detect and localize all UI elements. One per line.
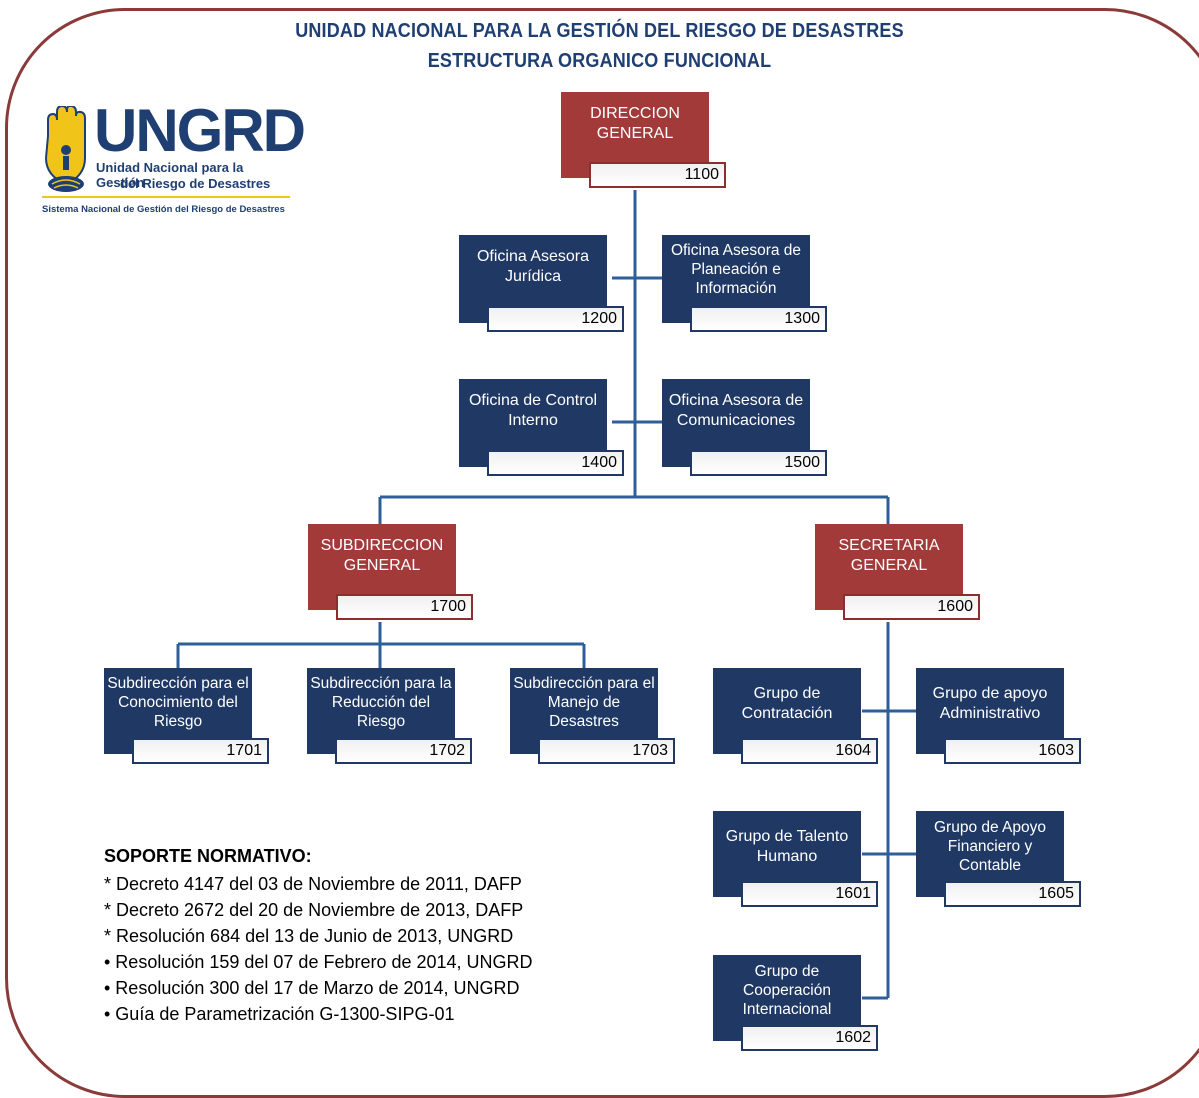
- code-1601: 1601: [741, 881, 878, 907]
- node-label: Planeación e: [691, 261, 781, 278]
- node-label: Oficina de Control: [468, 392, 598, 409]
- node-label: Subdirección para la: [310, 675, 452, 692]
- node-label: Grupo de: [754, 963, 820, 980]
- code-1604: 1604: [741, 738, 878, 764]
- normativo-item: * Decreto 2672 del 20 de Noviembre de 20…: [104, 900, 524, 920]
- connector-lines: [176, 190, 916, 1000]
- node-label: Oficina Asesora de: [668, 392, 804, 409]
- node-label: Oficina Asesora: [476, 248, 590, 265]
- node-subdireccion-manejo: Subdirección para el Manejo de Desastres: [510, 668, 658, 754]
- node-label: Grupo de: [753, 685, 821, 702]
- ungrd-logo: UNGRD Unidad Nacional para la Gestión de…: [40, 97, 306, 220]
- node-label: Manejo de: [547, 694, 621, 711]
- node-label: Desastres: [549, 713, 619, 730]
- node-label: Cooperación: [743, 982, 831, 999]
- node-label: Comunicaciones: [676, 412, 796, 429]
- logo-system-name: Sistema Nacional de Gestión del Riesgo d…: [42, 204, 285, 215]
- logo-subtitle-line2: del Riesgo de Desastres: [120, 176, 271, 191]
- logo-subtitle-line1: Unidad Nacional para la Gestión: [96, 160, 244, 190]
- code-1500: 1500: [690, 450, 827, 476]
- code-1100: 1100: [589, 162, 726, 188]
- code-1700: 1700: [336, 594, 473, 620]
- hand-shield-icon: [44, 106, 86, 192]
- node-label: Grupo de apoyo: [932, 685, 1048, 702]
- node-label: Contratación: [741, 705, 833, 722]
- node-label: Jurídica: [504, 268, 562, 285]
- code-1605: 1605: [944, 881, 1081, 907]
- node-label: Riesgo: [356, 713, 406, 730]
- logo-text: UNGRD: [94, 97, 306, 164]
- page-subtitle: ESTRUCTURA ORGANICO FUNCIONAL: [427, 50, 772, 72]
- code-1200: 1200: [487, 306, 624, 332]
- code-1602: 1602: [741, 1025, 878, 1051]
- node-label: Humano: [756, 848, 818, 865]
- node-label: Información: [695, 280, 777, 297]
- normativo-title: SOPORTE NORMATIVO:: [104, 846, 312, 866]
- normativo-item: • Guía de Parametrización G-1300-SIPG-01: [104, 1004, 455, 1024]
- node-label: Oficina Asesora de: [670, 242, 802, 259]
- node-label: Grupo de Apoyo: [933, 819, 1047, 836]
- node-label: Administrativo: [939, 705, 1041, 722]
- page-title: UNIDAD NACIONAL PARA LA GESTIÓN DEL RIES…: [295, 20, 904, 42]
- code-1300: 1300: [690, 306, 827, 332]
- node-label: Financiero y: [947, 838, 1033, 855]
- node-label: DIRECCION: [590, 105, 680, 122]
- code-1400: 1400: [487, 450, 624, 476]
- node-label: GENERAL: [596, 125, 674, 142]
- node-label: GENERAL: [850, 557, 928, 574]
- node-label: SUBDIRECCION: [320, 537, 444, 554]
- node-label: SECRETARIA: [838, 537, 940, 554]
- code-1702: 1702: [335, 738, 472, 764]
- node-label: Reducción del: [331, 694, 431, 711]
- normativo-item: • Resolución 300 del 17 de Marzo de 2014…: [104, 978, 520, 998]
- node-label: Conocimiento del: [118, 694, 238, 711]
- node-label: Subdirección para el: [107, 675, 249, 692]
- node-label: Grupo de Talento: [725, 828, 849, 845]
- code-1701: 1701: [132, 738, 269, 764]
- node-label: Interno: [508, 412, 558, 429]
- soporte-normativo: SOPORTE NORMATIVO: * Decreto 4147 del 03…: [104, 846, 533, 1027]
- node-label: GENERAL: [343, 557, 421, 574]
- code-1600: 1600: [843, 594, 980, 620]
- normativo-item: * Resolución 684 del 13 de Junio de 2013…: [104, 926, 514, 946]
- node-label: Contable: [958, 857, 1022, 874]
- node-label: Riesgo: [153, 713, 203, 730]
- normativo-item: • Resolución 159 del 07 de Febrero de 20…: [104, 952, 533, 972]
- code-1603: 1603: [944, 738, 1081, 764]
- normativo-item: * Decreto 4147 del 03 de Noviembre de 20…: [104, 874, 522, 894]
- code-1703: 1703: [538, 738, 675, 764]
- node-label: Subdirección para el: [513, 675, 655, 692]
- node-label: Internacional: [742, 1001, 832, 1018]
- logo-divider: [42, 196, 290, 198]
